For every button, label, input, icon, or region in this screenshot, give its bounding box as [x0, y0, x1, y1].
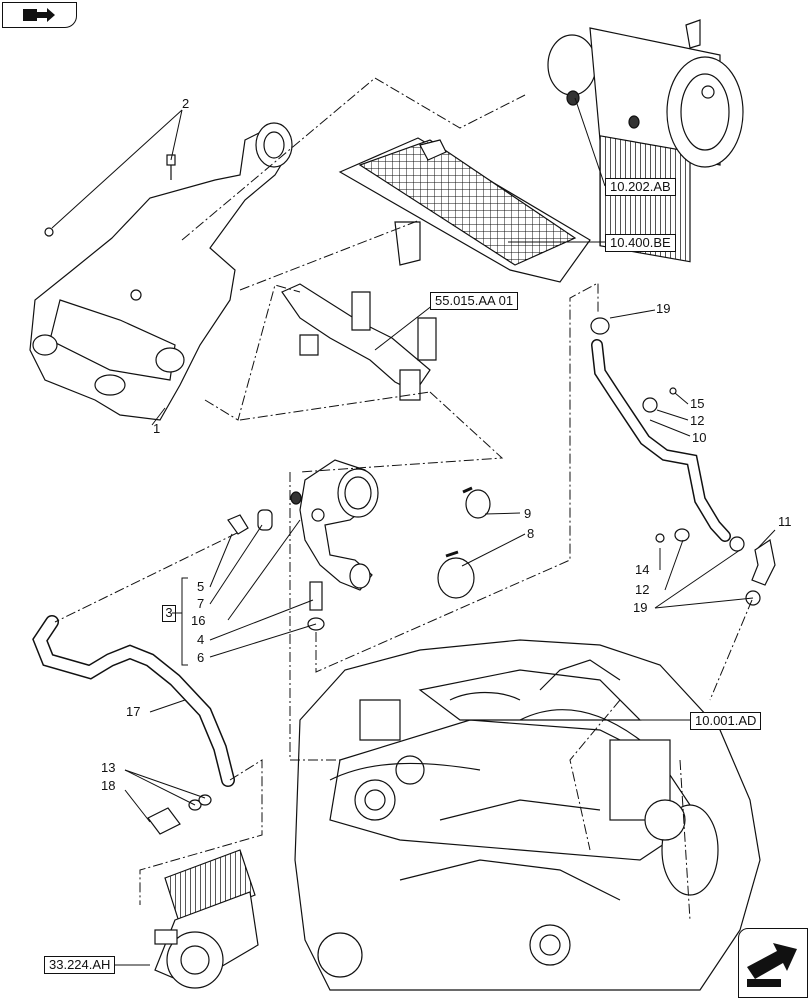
hose-10: [591, 339, 731, 542]
part-label-12-bottom[interactable]: 12: [635, 582, 650, 597]
callout-leaders: [51, 97, 776, 966]
part-label-17[interactable]: 17: [126, 704, 141, 719]
fitting-parts: [227, 509, 325, 631]
part-label-7[interactable]: 7: [197, 596, 205, 611]
air-compressor: [154, 849, 259, 989]
part-label-5[interactable]: 5: [197, 579, 205, 594]
part-label-19-top[interactable]: 19: [656, 301, 671, 316]
intake-elbow: [290, 459, 379, 591]
part-label-13[interactable]: 13: [101, 760, 116, 775]
bracket-part: [281, 283, 437, 401]
ref-33-224-ah[interactable]: 33.224.AH: [44, 956, 116, 974]
book-arrow-icon[interactable]: [2, 2, 77, 28]
engine-block: [294, 639, 761, 991]
part-label-16[interactable]: 16: [191, 613, 206, 628]
part-label-9[interactable]: 9: [524, 506, 532, 521]
part-label-4[interactable]: 4: [197, 632, 205, 647]
hose-17: [32, 615, 235, 787]
part-label-12-top[interactable]: 12: [690, 413, 705, 428]
ref-10-400-be[interactable]: 10.400.BE: [605, 234, 676, 252]
dash-dot-leaders: [54, 77, 753, 921]
next-page-arrow-icon[interactable]: [738, 928, 808, 998]
intake-grille-assembly: [338, 137, 591, 283]
part-label-14[interactable]: 14: [635, 562, 650, 577]
part-label-2[interactable]: 2: [182, 96, 190, 111]
hose-10-fittings: [590, 317, 776, 606]
part-label-15[interactable]: 15: [690, 396, 705, 411]
group-3-box: 3: [162, 605, 176, 622]
part-label-6[interactable]: 6: [197, 650, 205, 665]
part-label-18[interactable]: 18: [101, 778, 116, 793]
part-label-10[interactable]: 10: [692, 430, 707, 445]
ref-10-202-ab[interactable]: 10.202.AB: [605, 178, 676, 196]
part-label-19-bottom[interactable]: 19: [633, 600, 648, 615]
ref-55-015-aa-01[interactable]: 55.015.AA 01: [430, 292, 519, 310]
fitting-13-18: [147, 794, 212, 835]
part-label-11[interactable]: 11: [778, 514, 792, 529]
part-label-1[interactable]: 1: [153, 421, 161, 436]
air-filter-assembly: [547, 19, 744, 263]
part-label-8[interactable]: 8: [527, 526, 535, 541]
ref-10-001-ad[interactable]: 10.001.AD: [690, 712, 762, 730]
air-cleaner-housing: [29, 122, 293, 421]
hose-clamps: [437, 486, 491, 599]
